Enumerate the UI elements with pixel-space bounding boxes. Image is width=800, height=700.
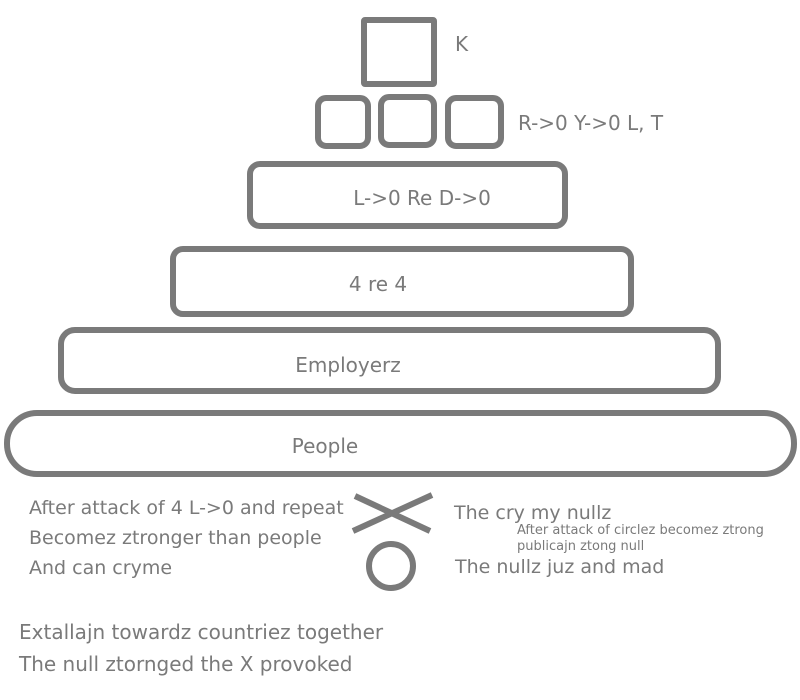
right-note-line: The nullz juz and mad <box>455 556 665 578</box>
tier6-box <box>4 410 797 477</box>
tier6-label: People <box>291 434 359 458</box>
bottom-note-line: Extallajn towardz countriez together <box>19 620 384 644</box>
circle-mark <box>366 541 416 591</box>
tier4-label: 4 re 4 <box>348 272 408 296</box>
left-note-line: After attack of 4 L->0 and repeat <box>29 497 344 519</box>
top-label: K <box>455 32 469 56</box>
tier3-label: L->0 Re D->0 <box>353 186 491 210</box>
x-mark-stroke-2 <box>351 492 434 534</box>
top-square <box>361 17 437 87</box>
tier2-box-middle <box>378 94 437 148</box>
right-small-note-line: publicajn ztong null <box>517 539 645 554</box>
tier2-box-left <box>315 95 371 149</box>
left-note-line: And can cryme <box>29 557 173 579</box>
right-note-line: The cry my nullz <box>454 502 612 524</box>
tier4-box <box>170 246 634 317</box>
left-note-line: Becomez ztronger than people <box>29 527 322 549</box>
tier2-box-right <box>445 95 504 149</box>
tier3-box <box>247 161 568 229</box>
right-small-note-line: After attack of circlez becomez ztrong <box>517 523 764 538</box>
bottom-note-line: The null ztornged the X provoked <box>19 652 353 676</box>
tier2-label: R->0 Y->0 L, T <box>518 111 664 135</box>
tier5-box <box>58 327 721 394</box>
tier5-label: Employerz <box>295 353 401 377</box>
